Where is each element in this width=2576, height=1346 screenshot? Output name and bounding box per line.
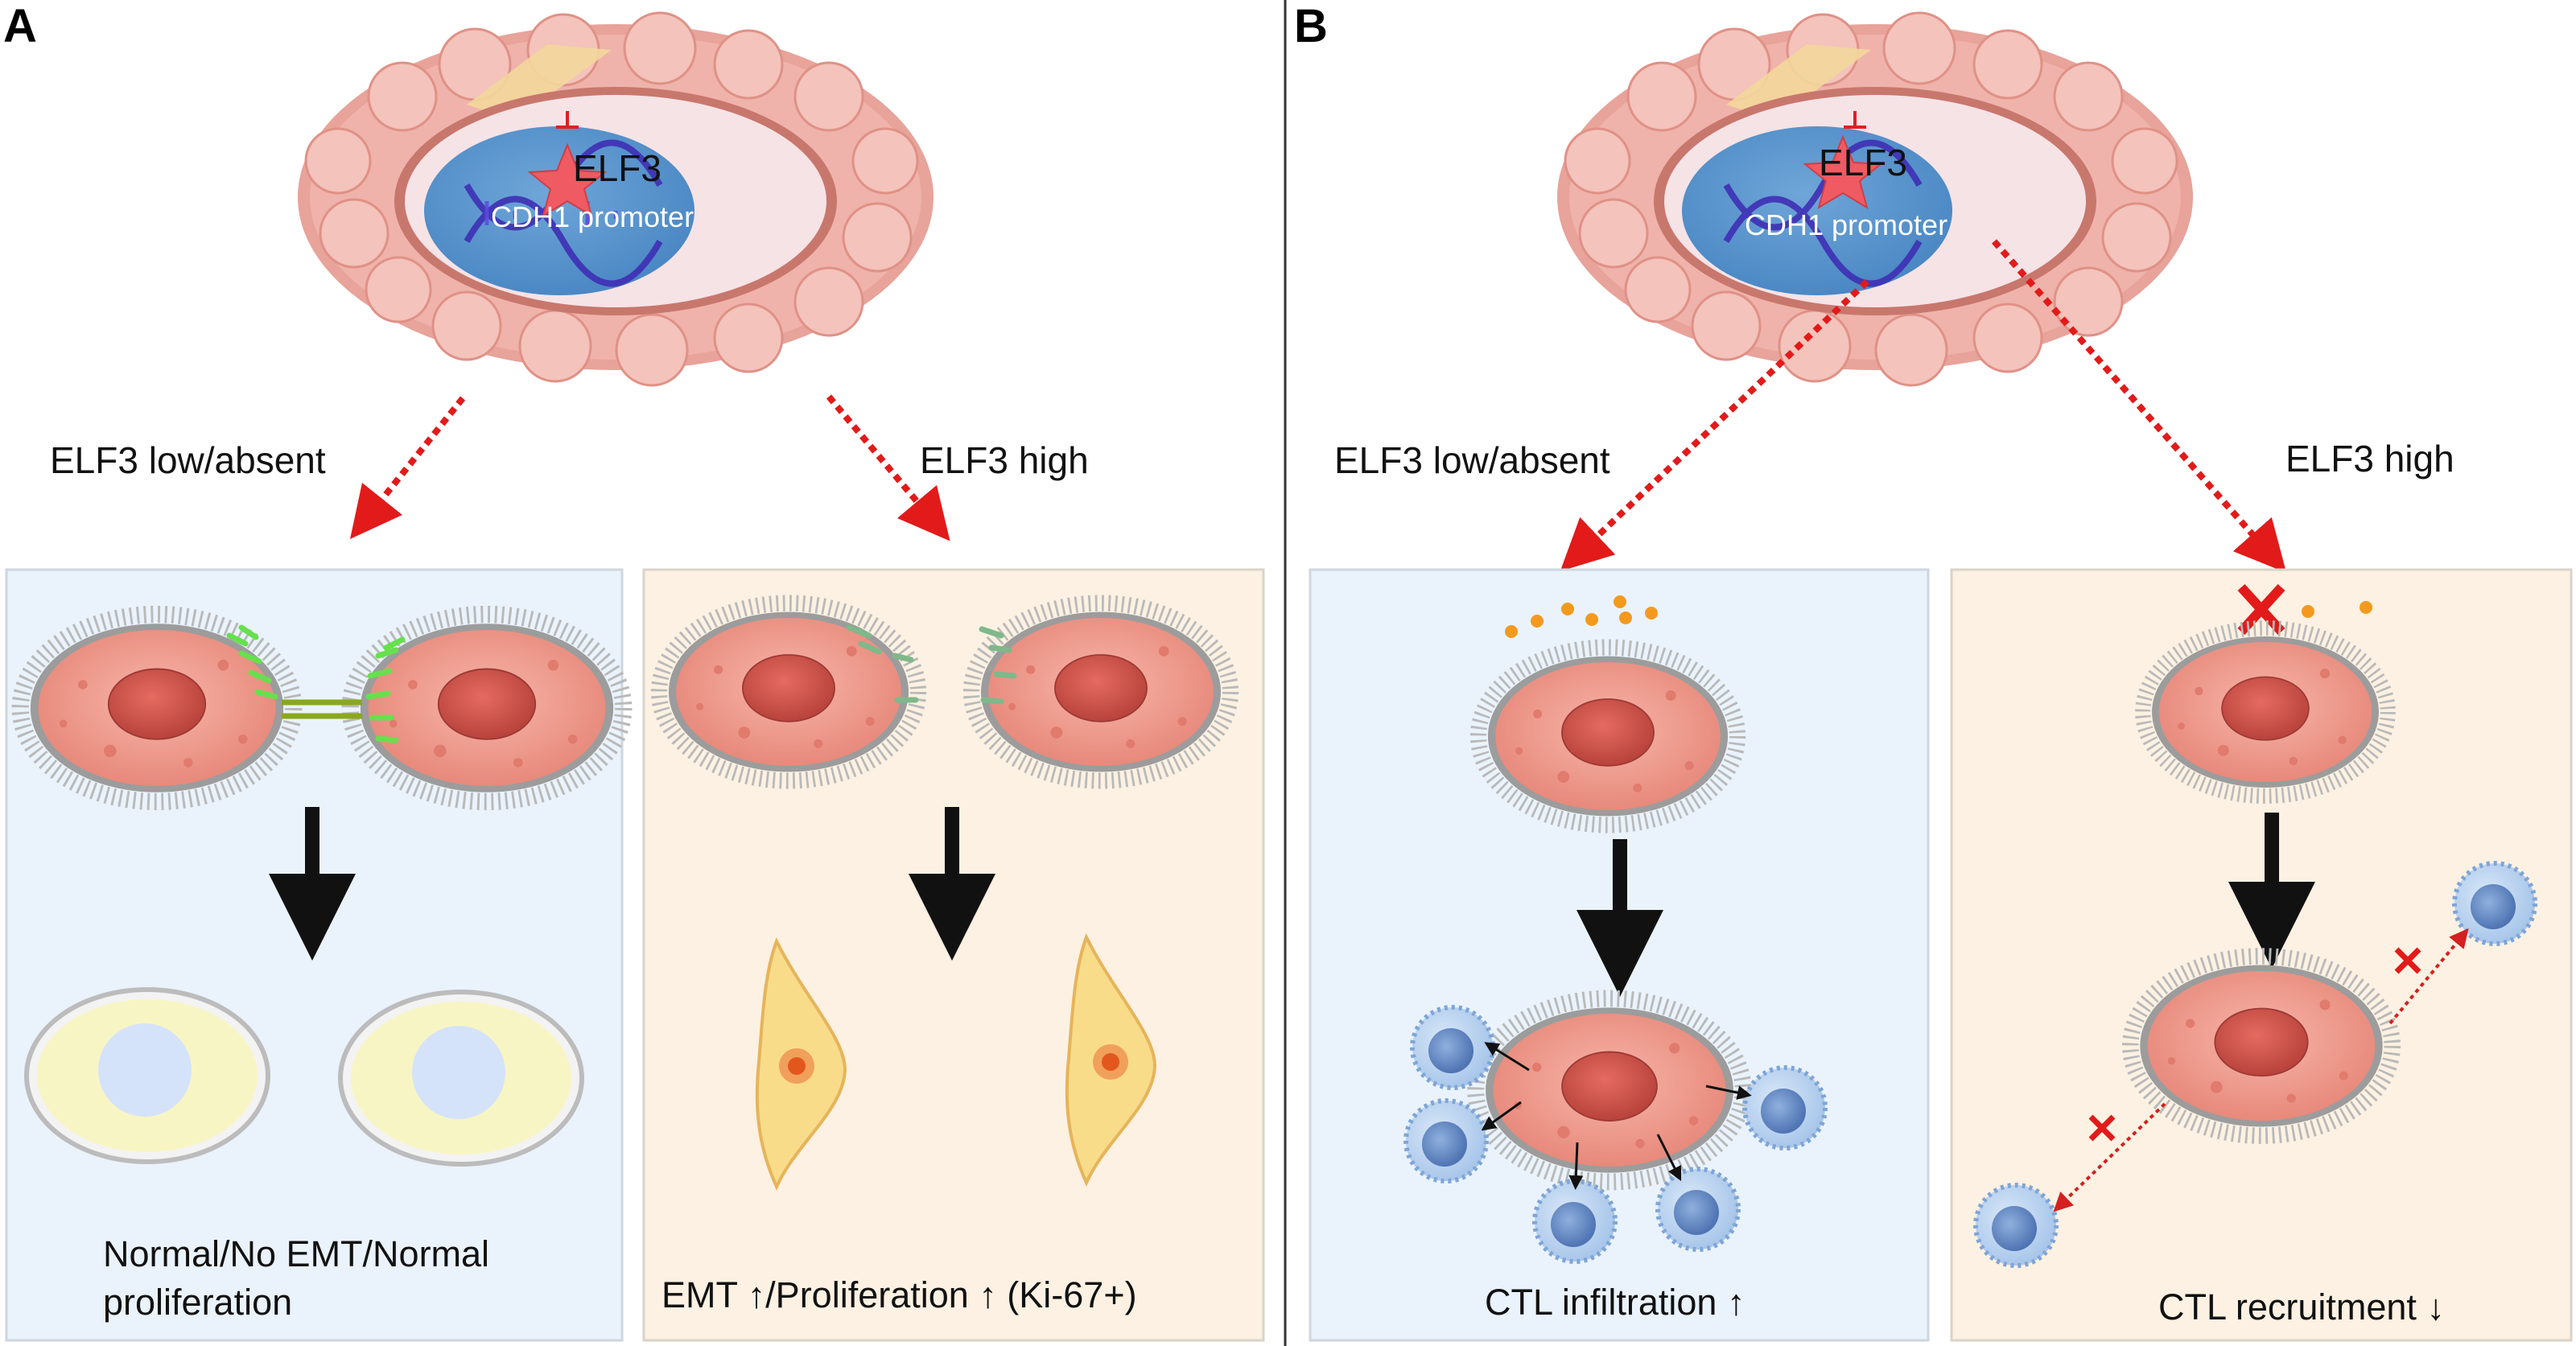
outcome-high-b: CTL recruitment ↓ xyxy=(2158,1286,2445,1327)
outcome-low-a-line1: Normal/No EMT/Normal xyxy=(103,1233,489,1274)
arrow-to-low-b xyxy=(1560,279,1869,571)
panel-b-letter: B xyxy=(1294,0,1328,52)
elf3-gene-label-b: ELF3 xyxy=(1819,142,1907,183)
ctl-excluded-cluster xyxy=(1976,863,2535,1266)
panel-a-letter: A xyxy=(3,0,37,52)
arrow-to-low-a xyxy=(350,396,466,539)
mesenchymal-cells xyxy=(755,933,1157,1191)
tumor-tissue-illustration-a: ELF3 CDH1 promoter xyxy=(298,11,934,387)
cytokine-dots-low xyxy=(1505,595,1658,638)
arrow-to-high-b xyxy=(1991,239,2287,574)
outcome-low-a-line2: proliferation xyxy=(103,1282,292,1323)
cdh1-promoter-label-a: CDH1 promoter xyxy=(491,200,694,233)
normal-cell-pair xyxy=(24,987,584,1167)
ctl-infiltration-cluster xyxy=(1406,998,1825,1262)
tumor-tissue-illustration-b: ELF3 CDH1 promoter xyxy=(1557,11,2193,387)
condition-high-label-b: ELF3 high xyxy=(2285,438,2454,480)
condition-high-label-a: ELF3 high xyxy=(920,439,1089,481)
elf3-gene-label-a: ELF3 xyxy=(573,147,662,189)
dissociating-cell-pair xyxy=(659,603,1230,781)
condition-low-label-b: ELF3 low/absent xyxy=(1334,439,1610,481)
adherent-cell-pair xyxy=(20,615,624,802)
outcome-low-b: CTL infiltration ↑ xyxy=(1485,1282,1745,1323)
condition-low-label-a: ELF3 low/absent xyxy=(50,439,326,481)
outcome-high-a: EMT ↑/Proliferation ↑ (Ki-67+) xyxy=(662,1274,1137,1315)
cdh1-promoter-label-b: CDH1 promoter xyxy=(1745,208,1947,241)
arrow-to-high-a xyxy=(826,394,950,541)
